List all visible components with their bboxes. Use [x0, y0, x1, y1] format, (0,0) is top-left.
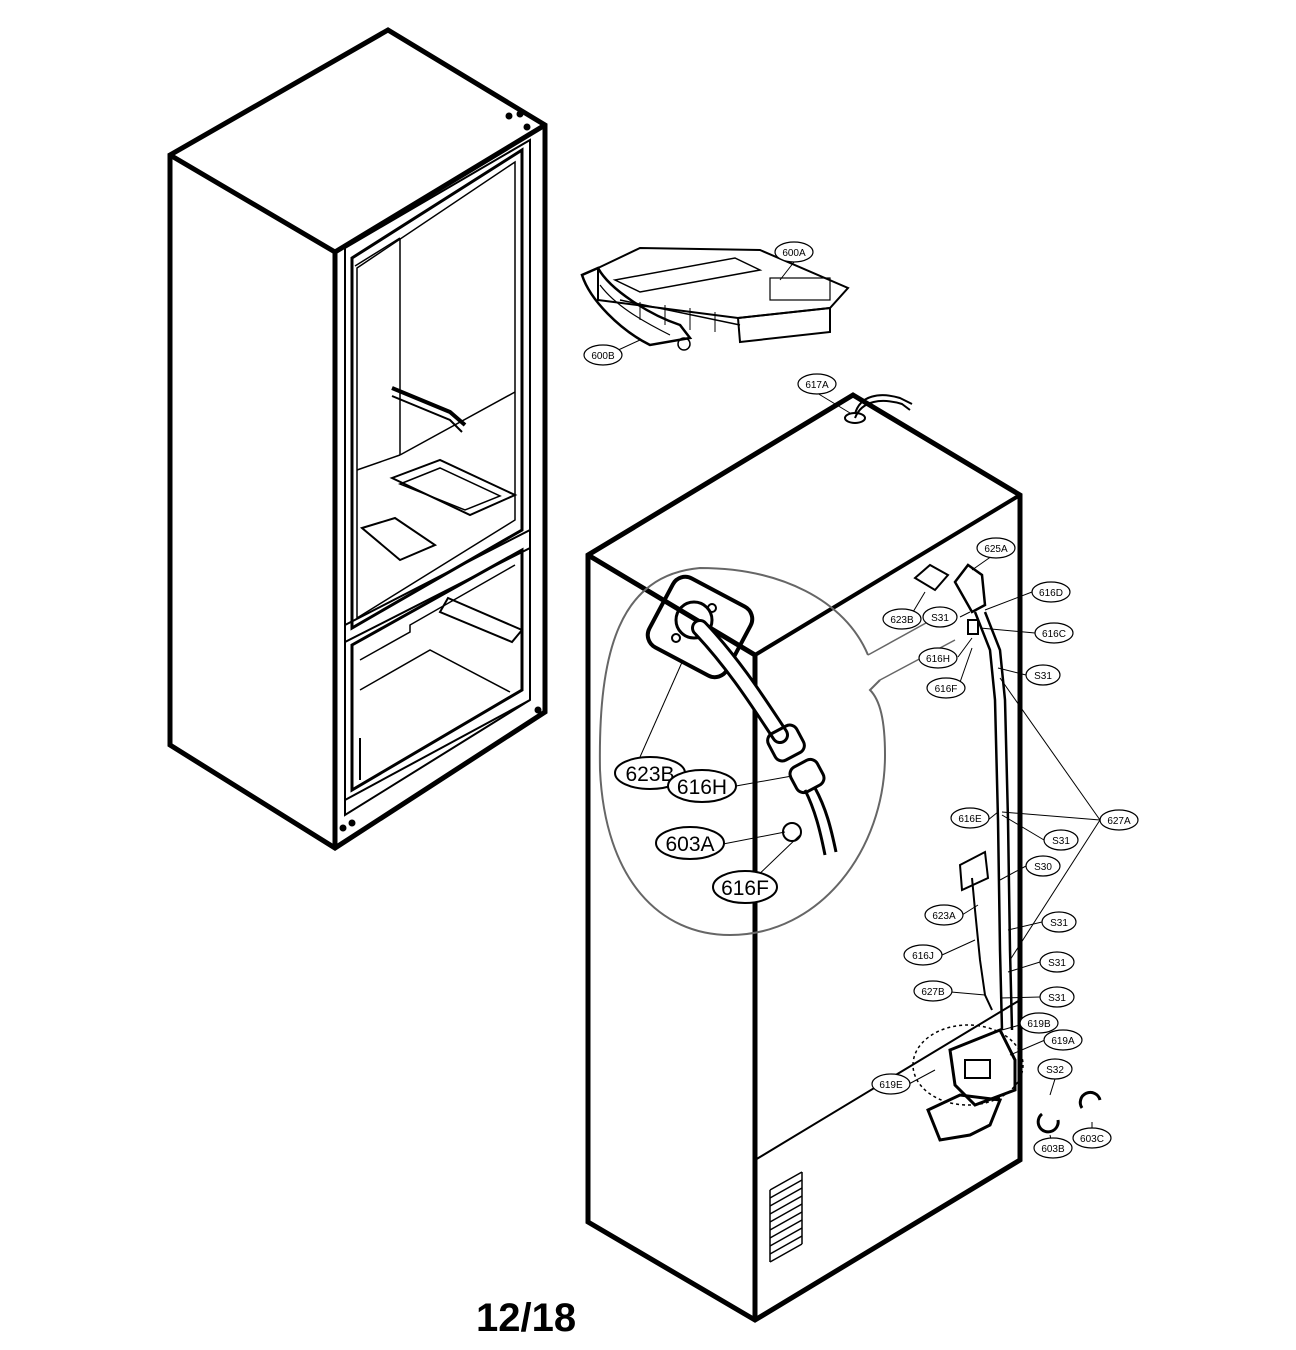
callout-600B: 600B: [583, 344, 623, 366]
callout-623B-small: 623B: [882, 608, 922, 630]
callout-619A-label: 619A: [1051, 1036, 1075, 1047]
callout-S31-d-label: S31: [1050, 918, 1068, 929]
callout-600A: 600A: [774, 241, 814, 263]
callout-S31-b-label: S31: [1034, 671, 1052, 682]
callout-616F-large-label: 616F: [721, 877, 769, 900]
clip-603B: [1036, 1112, 1060, 1134]
callout-S31-c-label: S31: [1052, 836, 1070, 847]
callout-625A: 625A: [976, 537, 1016, 559]
callout-616C-label: 616C: [1042, 629, 1066, 640]
callout-616H-small: 616H: [918, 647, 958, 669]
callout-603C-label: 603C: [1080, 1134, 1104, 1145]
callout-625A-label: 625A: [984, 544, 1008, 555]
callout-616D: 616D: [1031, 581, 1071, 603]
callout-617A: 617A: [797, 373, 837, 395]
callout-616C: 616C: [1034, 622, 1074, 644]
callout-600A-label: 600A: [782, 248, 806, 259]
page-number: 12/18: [0, 1296, 1296, 1344]
callout-617A-label: 617A: [805, 380, 829, 391]
callout-S31-f-label: S31: [1048, 993, 1066, 1004]
callout-616D-label: 616D: [1039, 588, 1063, 599]
callout-627B-label: 627B: [921, 987, 945, 998]
callout-616H-large-label: 616H: [677, 776, 727, 799]
callout-S31-d: S31: [1041, 911, 1077, 933]
callout-603B-label: 603B: [1041, 1144, 1065, 1155]
callout-619B-label: 619B: [1027, 1019, 1051, 1030]
callout-S30-label: S30: [1034, 862, 1052, 873]
callout-616F-small: 616F: [926, 677, 966, 699]
callout-S32-label: S32: [1046, 1065, 1064, 1076]
callout-616H-large: 616H: [667, 769, 737, 803]
callout-627A: 627A: [1099, 809, 1139, 831]
callout-616F-small-label: 616F: [935, 684, 958, 695]
callout-S31-f: S31: [1039, 986, 1075, 1008]
callout-623B-small-label: 623B: [890, 615, 914, 626]
callout-S31-e-label: S31: [1048, 958, 1066, 969]
callout-S30: S30: [1025, 855, 1061, 877]
detail-bubble: [598, 566, 956, 937]
callout-S31-a: S31: [922, 606, 958, 628]
callout-S32: S32: [1037, 1058, 1073, 1080]
detail-callouts: 623B 616H 603A 616F: [614, 756, 778, 904]
callout-600B-label: 600B: [591, 351, 615, 362]
callout-603C: 603C: [1072, 1127, 1112, 1149]
callout-616J-label: 616J: [912, 951, 934, 962]
vent-grille: [769, 1171, 803, 1263]
callout-619E-label: 619E: [879, 1080, 903, 1091]
callout-623A: 623A: [924, 904, 964, 926]
callout-623B-large: 623B: [614, 756, 686, 790]
callout-627B: 627B: [913, 980, 953, 1002]
callout-616H-small-label: 616H: [926, 654, 950, 665]
callout-616F-large: 616F: [712, 870, 778, 904]
callout-603B: 603B: [1033, 1137, 1073, 1159]
callout-603A-large-label: 603A: [665, 833, 714, 856]
page-number-label: 12/18: [476, 1296, 577, 1340]
callout-627A-label: 627A: [1107, 816, 1131, 827]
callout-616J: 616J: [903, 944, 943, 966]
clip-603C: [1078, 1090, 1102, 1109]
callout-616E: 616E: [950, 807, 990, 829]
callout-619B: 619B: [1019, 1012, 1059, 1034]
callout-616E-label: 616E: [958, 814, 982, 825]
callout-S31-a-label: S31: [931, 613, 949, 624]
callout-603A-large: 603A: [655, 826, 725, 860]
callout-S31-b: S31: [1025, 664, 1061, 686]
callout-619A: 619A: [1043, 1029, 1083, 1051]
callout-S31-e: S31: [1039, 951, 1075, 973]
callout-623A-label: 623A: [932, 911, 956, 922]
callout-623B-large-label: 623B: [625, 763, 674, 786]
cabinet-front-view: [167, 27, 548, 851]
ice-maker-assembly: [580, 246, 850, 351]
part-callouts: 600A 600B 617A 625A 623B S31 616D 616C: [583, 241, 1139, 1159]
callout-619E: 619E: [871, 1073, 911, 1095]
cabinet-rear-view: [585, 392, 1024, 1323]
callout-S31-c: S31: [1043, 829, 1079, 851]
